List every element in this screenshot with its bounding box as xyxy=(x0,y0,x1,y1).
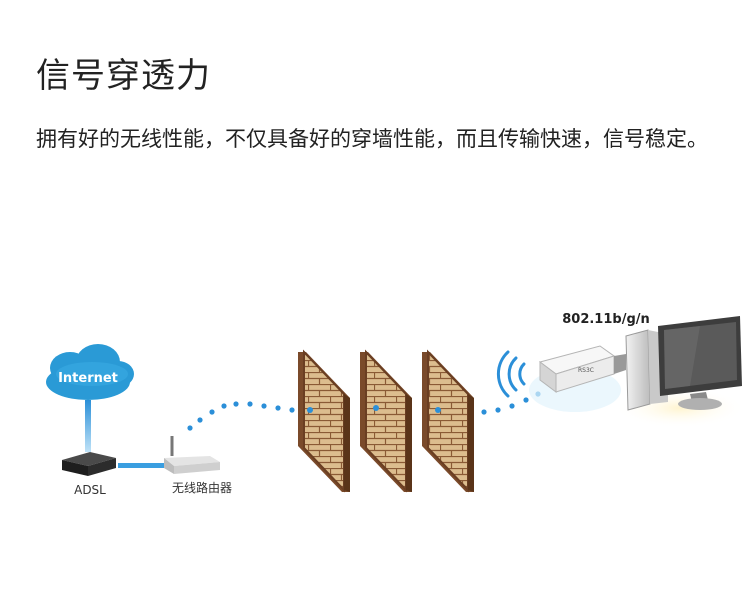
desktop-computer-icon xyxy=(614,316,746,428)
brick-wall-icon xyxy=(298,349,350,493)
adsl-modem-icon xyxy=(62,452,116,476)
feature-description: 拥有好的无线性能，不仅具备好的穿墙性能，而且传输快速，信号稳定。 xyxy=(36,127,708,151)
adapter-brand-label: RS3C xyxy=(578,367,594,374)
wifi-standard-label: 802.11b/g/n xyxy=(562,312,650,327)
internet-cloud-icon xyxy=(46,344,134,400)
wifi-signal-icon xyxy=(496,350,526,398)
brick-wall-icon xyxy=(360,349,412,493)
wireless-router-icon xyxy=(164,436,220,474)
page-title: 信号穿透力 xyxy=(36,56,211,96)
brick-wall-icon xyxy=(422,349,474,493)
cloud-modem-link xyxy=(85,400,91,452)
adsl-label: ADSL xyxy=(74,483,106,497)
router-label: 无线路由器 xyxy=(172,480,232,495)
usb-wifi-adapter-icon xyxy=(529,345,626,412)
modem-router-link xyxy=(118,463,164,468)
internet-label: Internet xyxy=(58,371,118,386)
